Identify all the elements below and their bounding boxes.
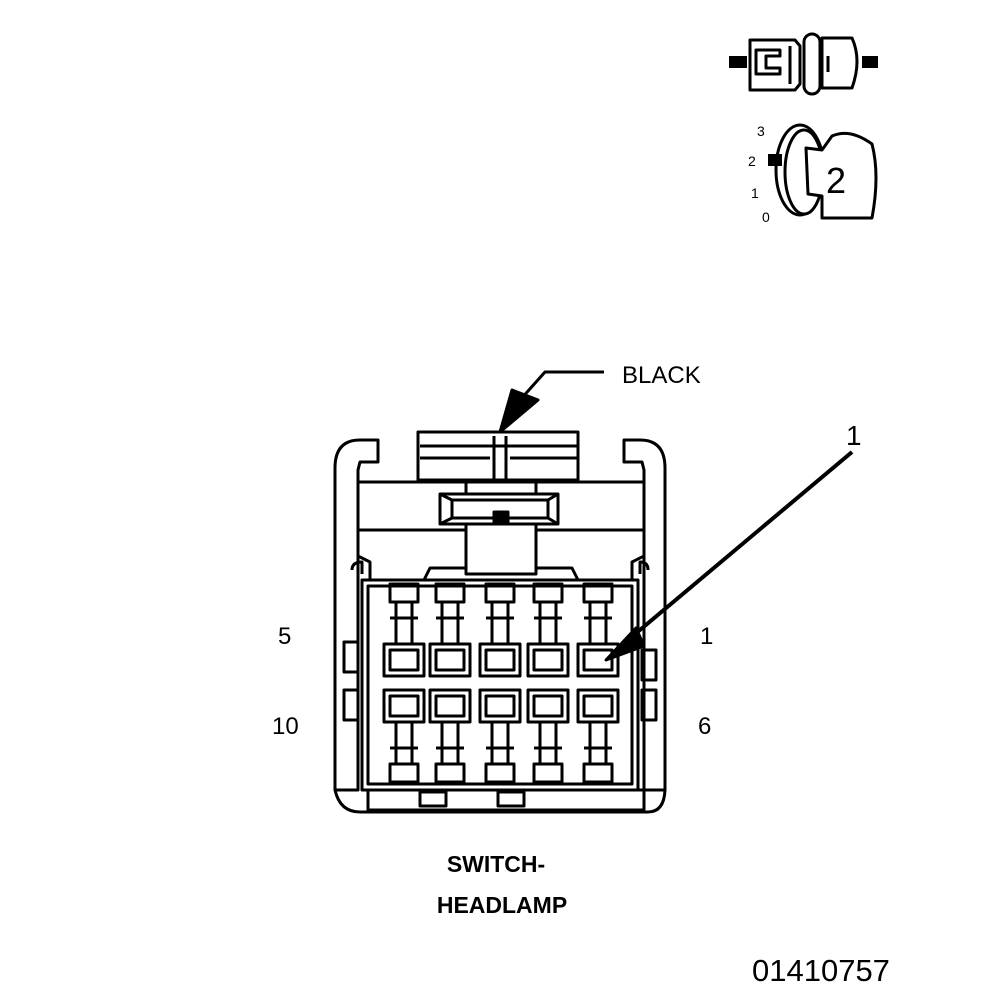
rotation-position-1: 1 (751, 185, 759, 201)
terminal-bottom-cap (582, 762, 614, 784)
pin-cavity-6 (576, 688, 620, 724)
pin-cavity-1 (576, 642, 620, 678)
terminal-bottom-cap (484, 762, 516, 784)
pin-cavity-4 (428, 642, 472, 678)
callout-arrow (604, 450, 854, 662)
rotation-position-2: 2 (748, 153, 756, 169)
terminal-top-cap (582, 582, 614, 604)
pin-label-top-right: 1 (700, 623, 714, 650)
pin-cavity-8 (478, 688, 522, 724)
terminal-cavities (382, 582, 620, 784)
connector-body (333, 430, 667, 814)
terminal-top-cap (434, 582, 466, 604)
pin-label-bottom-right: 6 (698, 713, 712, 740)
rotation-position-3: 3 (757, 123, 765, 139)
terminal-bottom-cap (532, 762, 564, 784)
terminal-top-cap (388, 582, 420, 604)
pin-label-top-left: 5 (278, 623, 292, 650)
connector-color-label: BLACK (622, 362, 701, 389)
connector-mating-icon (729, 32, 878, 96)
figure-id: 01410757 (752, 953, 890, 988)
color-pointer (498, 370, 604, 434)
key-number: 2 (826, 160, 847, 201)
callout-number: 1 (846, 420, 862, 451)
key-rotation-icon (768, 123, 878, 220)
pin-label-bottom-left: 10 (272, 713, 299, 740)
connector-title-line2: HEADLAMP (436, 892, 568, 918)
pin-cavity-10 (382, 688, 426, 724)
terminal-top-cap (484, 582, 516, 604)
terminal-top-cap (532, 582, 564, 604)
connector-title-line1: SWITCH- (446, 851, 546, 877)
terminal-bottom-cap (388, 762, 420, 784)
terminal-bottom-cap (434, 762, 466, 784)
pin-cavity-2 (526, 642, 570, 678)
pin-cavity-9 (428, 688, 472, 724)
pin-cavity-7 (526, 688, 570, 724)
pin-cavity-5 (382, 642, 426, 678)
rotation-position-0: 0 (762, 209, 770, 225)
pin-cavity-3 (478, 642, 522, 678)
